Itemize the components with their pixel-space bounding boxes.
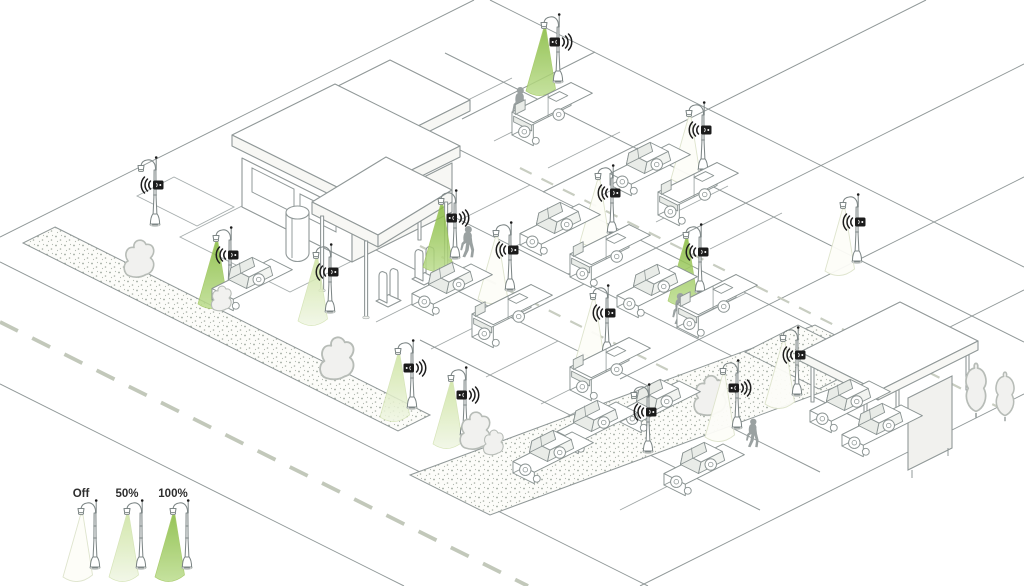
- street-lamp-50: [379, 338, 427, 422]
- legend-label-50: 50%: [115, 488, 138, 500]
- street-lamp-off: [62, 498, 101, 582]
- light-cone-off: [62, 514, 93, 582]
- street-lamp-off: [824, 192, 867, 276]
- carport-shelter: [799, 301, 979, 478]
- street-centerline-dashes: [0, 320, 529, 586]
- light-cone-100: [525, 28, 556, 96]
- light-cone-100: [154, 514, 185, 582]
- street-lamp-100: [154, 498, 193, 582]
- scene-objects: [123, 12, 1015, 497]
- street-lamp-50: [108, 498, 147, 582]
- street-lamp-off: [704, 358, 752, 442]
- legend-lamps: [62, 498, 193, 582]
- street: [0, 261, 649, 586]
- fuel-pump: [375, 267, 402, 308]
- kiosk: [285, 205, 310, 263]
- gravel-verge-left: [21, 226, 432, 432]
- legend: Off 50% 100%: [62, 488, 193, 582]
- shelter-end-panel: [907, 375, 953, 471]
- light-cone-50: [108, 514, 139, 582]
- street-lamp-off: [764, 325, 807, 409]
- canopy-column: [364, 240, 369, 318]
- street-lamp-50: [297, 242, 340, 326]
- street-lamp-100: [525, 12, 573, 96]
- light-cone-50: [379, 354, 410, 422]
- legend-label-off: Off: [73, 488, 90, 500]
- legend-label-100: 100%: [158, 488, 187, 500]
- light-cone-off: [704, 374, 735, 442]
